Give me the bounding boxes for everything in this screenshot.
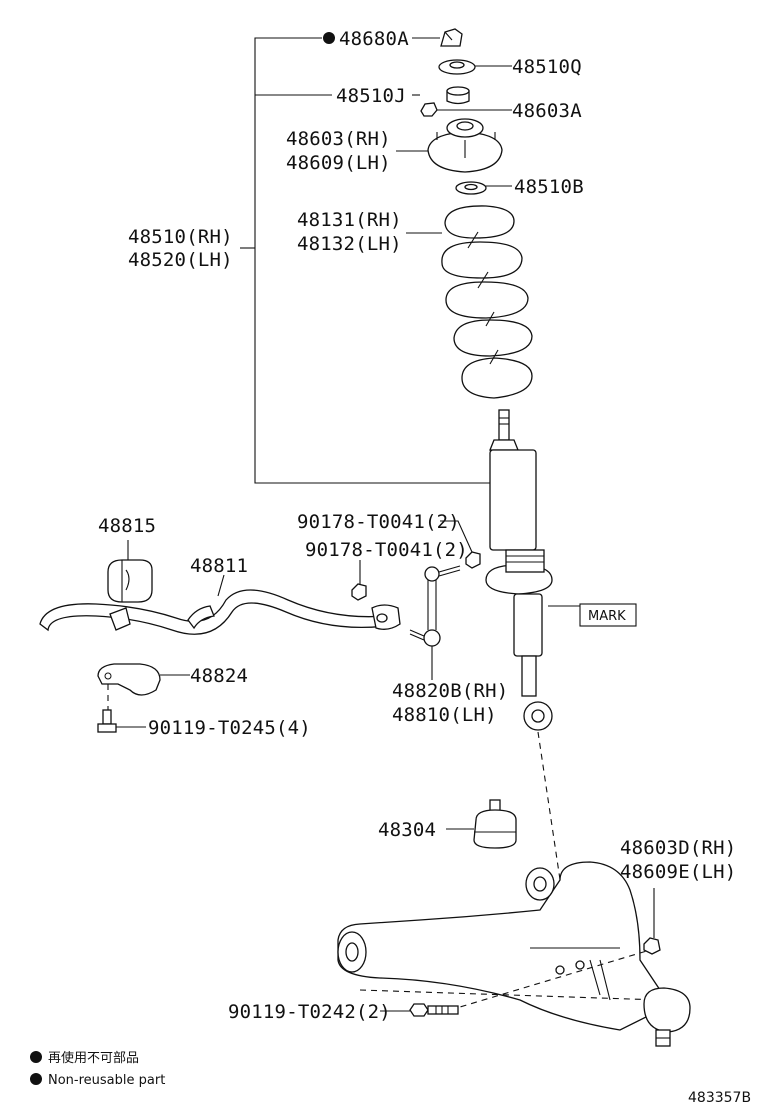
stabilizer-bar-shape: [39, 589, 401, 635]
label-48304: 48304: [378, 819, 436, 841]
label-90178-T0041-b: 90178-T0041(2): [305, 539, 468, 561]
label-48609-lh: 48609(LH): [286, 152, 391, 174]
label-48680A: 48680A: [339, 28, 409, 50]
assembly-bracket-line: [254, 37, 497, 484]
label-48824: 48824: [190, 665, 248, 687]
nut-48603A-shape: [420, 102, 438, 117]
bracket-48824-shape: [97, 663, 161, 696]
label-48603-rh: 48603(RH): [286, 128, 391, 150]
bumper-48304-shape: [473, 799, 517, 849]
label-48510Q: 48510Q: [512, 56, 582, 78]
label-48603A: 48603A: [512, 100, 582, 122]
nut-90178-a-shape: [351, 583, 367, 601]
label-48131-rh: 48131(RH): [297, 209, 402, 231]
label-48510J: 48510J: [336, 85, 406, 107]
nut-90178-b-shape: [465, 551, 481, 569]
label-48811: 48811: [190, 555, 248, 577]
bushing-48815-shape: [107, 559, 153, 603]
nut-48603D-shape: [643, 937, 661, 955]
label-48132-lh: 48132(LH): [297, 233, 402, 255]
lower-control-arm-shape: [337, 861, 661, 1031]
label-48820B-rh: 48820B(RH): [392, 680, 508, 702]
label-48520-lh: 48520(LH): [128, 249, 233, 271]
legend-text-jp: 再使用不可部品: [48, 1050, 139, 1066]
ball-joint-shape: [643, 987, 691, 1047]
label-48603D-rh: 48603D(RH): [620, 837, 736, 859]
label-48510-rh: 48510(RH): [128, 226, 233, 248]
legend-marker-jp: [30, 1051, 42, 1063]
coil-spring-shape: [441, 205, 533, 399]
label-48815: 48815: [98, 515, 156, 537]
label-48810-lh: 48810(LH): [392, 704, 497, 726]
non-reusable-marker: [323, 32, 335, 44]
label-90119-T0245: 90119-T0245(4): [148, 717, 311, 739]
nut-48680A-shape: [440, 28, 463, 47]
mark-tag: [579, 603, 637, 627]
legend-marker-en: [30, 1073, 42, 1085]
label-90178-T0041-a: 90178-T0041(2): [297, 511, 460, 533]
mark-label: MARK: [588, 609, 626, 624]
bolt-90119-T0242-shape: [409, 1003, 459, 1017]
diagram-id: 483357B: [688, 1090, 751, 1106]
stabilizer-link-shape: [409, 565, 461, 647]
legend-text-en: Non-reusable part: [48, 1073, 165, 1088]
label-48510B: 48510B: [514, 176, 584, 198]
shock-absorber-shape: [485, 409, 553, 731]
bolt-90119-T0245-shape: [97, 709, 117, 733]
label-48609E-lh: 48609E(LH): [620, 861, 736, 883]
label-90119-T0242: 90119-T0242(2): [228, 1001, 391, 1023]
